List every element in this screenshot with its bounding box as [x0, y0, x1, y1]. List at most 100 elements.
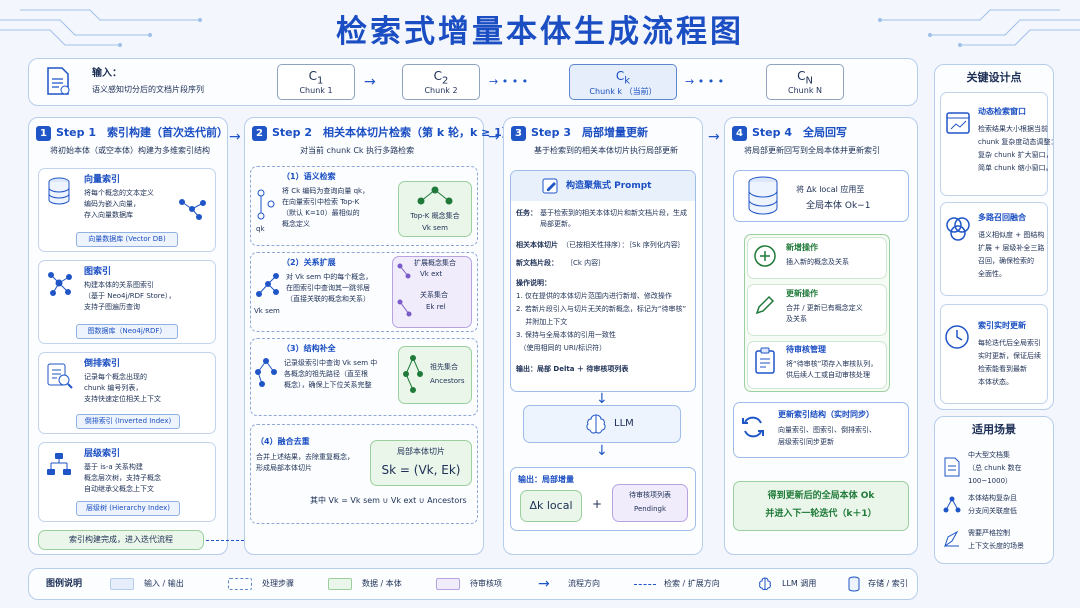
ellipsis-arrow-2: → • • •	[685, 75, 725, 88]
scene3-l2: 上下文长度的场景	[968, 542, 1024, 550]
merge-equation: 其中 Vk = Vk sem ∪ Vk ext ∪ Ancestors	[310, 496, 467, 505]
structure-line2: 各概念的祖先路径（直至根	[284, 370, 368, 378]
index-sync-desc1: 向量索引、图索引、倒排索引、	[778, 426, 876, 434]
dynamic-window-title: 动态检索窗口	[978, 107, 1026, 116]
graph-index-line3: 支持子图遍历查询	[84, 303, 140, 311]
clipboard-icon	[752, 347, 778, 375]
expansion-result-box	[392, 256, 472, 328]
index-sync-title: 更新索引结构（实时同步）	[778, 410, 874, 419]
req-line2: 2. 若新片段引入与切片无关的新概念，标记为“待审核”	[516, 305, 687, 313]
relation-expansion-box	[250, 252, 478, 332]
database-icon	[44, 176, 74, 206]
step3-sub: 基于检索到的相关本体切片执行局部更新	[534, 146, 678, 155]
refresh-icon	[738, 412, 768, 442]
graph-index-line1: 构建本体的关系图索引	[84, 281, 154, 289]
edit-prompt-icon	[540, 176, 562, 196]
legend-title: 图例说明	[46, 579, 83, 589]
req-line1: 1. 仅在提供的本体切片范围内进行新增、修改操作	[516, 292, 672, 300]
legend-llm-icon	[756, 575, 774, 593]
document-icon	[42, 64, 74, 98]
semantic-line2: 在向量索引中检索 Top-K	[282, 198, 360, 206]
req-label: 操作说明：	[516, 279, 551, 287]
index-done-box: 索引构建完成，进入迭代流程	[38, 530, 204, 550]
clock-icon	[942, 322, 972, 352]
pending-label: 待审核项列表	[629, 491, 671, 499]
legend-storage: 存储 / 索引	[868, 579, 908, 588]
multi-recall-d3: 召回，确保检索的	[978, 257, 1034, 265]
realtime-index-d3: 检索能看到最新	[978, 365, 1027, 373]
hierarchy-icon	[44, 450, 74, 480]
relation-set-var: Ek rel	[426, 303, 446, 311]
review-op-title: 待审核管理	[786, 345, 826, 354]
search-list-icon	[44, 360, 74, 390]
semantic-line3: （默认 K=10）最相似的	[282, 209, 360, 217]
brain-icon	[584, 412, 608, 436]
ancestor-set-label: 祖先集合	[430, 363, 458, 371]
vector-index-line1: 将每个概念的文本定义	[84, 189, 154, 197]
chunk-2-label: Chunk 2	[424, 86, 458, 96]
input-desc: 语义感知切分后的文档片段序列	[92, 85, 204, 94]
legend-step-swatch	[228, 578, 252, 590]
inverted-index-line1: 记录每个概念出现的	[84, 373, 147, 381]
vector-index-line3: 存入向量数据库	[84, 211, 133, 219]
plus-sign: +	[592, 497, 603, 511]
dynamic-window-d2: chunk 复杂度动态调整：	[978, 138, 1058, 146]
dynamic-window-d4: 简单 chunk 缩小窗口。	[978, 164, 1053, 172]
hierarchy-index-tag: 层级树 (Hierarchy Index)	[76, 501, 180, 516]
local-slice-formula: Sk = (Vk, Ek)	[381, 463, 461, 477]
done-arrow	[206, 540, 244, 541]
legend-data: 数据 / 本体	[362, 579, 402, 588]
legend-pending: 待审核项	[470, 579, 502, 588]
update-op	[747, 284, 887, 336]
merge-line2: 形成局部本体切片	[256, 464, 312, 472]
dynamic-window-d1: 检索结果大小根据当前	[978, 125, 1048, 133]
result-line2: 并进入下一轮迭代（k＋1）	[765, 509, 877, 519]
pending-box	[612, 484, 688, 522]
concept-graph-icon	[412, 184, 458, 208]
scene1-l2: （总 chunk 数在	[968, 464, 1022, 472]
scene-title: 适用场景	[972, 423, 1016, 436]
dynamic-window-d3: 复杂 chunk 扩大窗口，	[978, 151, 1053, 159]
structure-icon	[942, 494, 962, 516]
legend-io-swatch	[110, 578, 134, 590]
ellipsis-arrow: → • • •	[489, 75, 529, 88]
network-icon	[176, 196, 208, 222]
scene-panel	[934, 416, 1054, 564]
local-output-label: 输出：局部增量	[518, 475, 574, 484]
llm-label: LLM	[614, 418, 634, 429]
index-sync-desc2: 层级索引同步更新	[778, 438, 834, 446]
arrow-icon: →	[364, 74, 376, 90]
page-title: 检索式增量本体生成流程图	[336, 14, 744, 50]
legend-retrieve-line	[634, 584, 656, 585]
hierarchy-index-line1: 基于 is-a 关系构建	[84, 463, 143, 471]
review-op-desc1: 将“待审核”项存入审核队列，	[786, 360, 878, 368]
merge-line1: 合并上述结果，去除重复概念，	[256, 453, 354, 461]
chunk-n-label: Chunk N	[788, 86, 822, 96]
multi-recall-d1: 语义相似度 + 图结构	[978, 231, 1045, 239]
review-op-desc2: 供后续人工或自动审核处理	[786, 371, 870, 379]
semantic-retrieval-box	[250, 166, 478, 246]
update-op-desc2: 及关系	[786, 315, 807, 323]
slice-label: 相关本体切片	[516, 241, 558, 249]
req-line3: 并附加上下文	[516, 318, 568, 326]
step2-title-text: Step 2 相关本体切片检索（第 k 轮，k ≥ 1）	[272, 126, 513, 139]
structure-line1: 记录级索引中查询 Vk sem 中	[284, 359, 378, 367]
relation-set-label: 关系集合	[420, 291, 448, 299]
update-op-title: 更新操作	[786, 289, 818, 298]
graph-db-tag: 图数据库（Neo4j/RDF）	[76, 324, 178, 339]
ancestor-tree-icon	[252, 356, 280, 390]
input-label: 输入：	[92, 68, 122, 79]
arrow-down-icon-2: ↓	[596, 443, 608, 459]
doc-set-icon	[942, 456, 962, 478]
apply-global-line2: 全局本体 Ok−1	[806, 201, 871, 211]
topk-concept-var: Vk sem	[422, 224, 448, 232]
step2-to-step3-arrow: →	[488, 129, 500, 145]
hierarchy-index-title: 层级索引	[84, 449, 121, 459]
semantic-retrieval-title: （1）语义检索	[282, 172, 336, 181]
legend-flow-arrow-icon: →	[538, 576, 550, 592]
prompt-header	[511, 171, 695, 201]
